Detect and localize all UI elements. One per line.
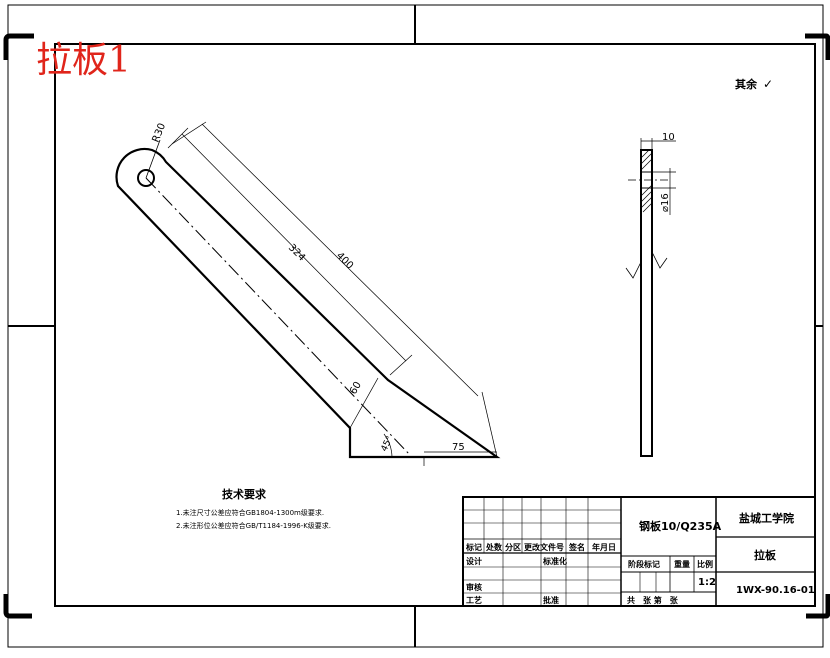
radius-label: R30	[151, 122, 169, 144]
tech-req-line1: 1.未注尺寸公差应符合GB1804-1300m级要求.	[176, 508, 324, 517]
hdr-date: 年月日	[592, 542, 616, 552]
centerline	[145, 177, 411, 456]
scale-value: 1:2	[698, 577, 716, 588]
tech-requirements: 技术要求 1.未注尺寸公差应符合GB1804-1300m级要求. 2.未注形位公…	[176, 487, 331, 530]
hdr-sign: 签名	[568, 542, 585, 552]
roughness-left-icon	[625, 261, 642, 279]
process-label: 工艺	[466, 595, 482, 605]
centering-marks	[8, 5, 823, 647]
material-label: 钢板10/Q235A	[639, 519, 722, 533]
ratio-label: 比例	[697, 559, 713, 569]
drawing-title: 拉板1	[36, 40, 131, 81]
dim-label-75: 75	[452, 442, 465, 453]
dim-label-thickness: 10	[662, 132, 675, 143]
roughness-right-icon	[651, 251, 668, 269]
side-outline	[640, 149, 653, 457]
dim-label-400: 400	[334, 250, 355, 271]
weight-label: 重量	[674, 559, 690, 569]
part-side-view: 10 ⌀16	[625, 132, 676, 457]
outer-border	[7, 4, 824, 648]
dim-label-324: 324	[286, 242, 307, 263]
stage-mark-label: 阶段标记	[628, 559, 660, 569]
hdr-zone: 分区	[505, 542, 521, 552]
corner-marks	[3, 33, 830, 619]
hole	[137, 169, 155, 187]
sheets-label: 共 张 第 张	[627, 595, 679, 605]
standardize-label: 标准化	[542, 556, 567, 566]
radius-leader	[145, 139, 161, 179]
tech-req-line2: 2.未注形位公差应符合GB/T1184-1996-K级要求.	[176, 521, 331, 530]
dim-label-hole: ⌀16	[660, 193, 671, 212]
approve-label: 批准	[543, 595, 559, 605]
title-block	[462, 496, 816, 607]
dim-line-324	[181, 133, 407, 362]
surface-note: 其余	[735, 77, 758, 91]
part-outline	[115, 147, 501, 459]
hdr-change-doc: 更改文件号	[524, 542, 564, 552]
part-name: 拉板	[754, 548, 777, 562]
design-label: 设计	[466, 556, 482, 566]
hdr-mark: 标记	[465, 542, 482, 552]
review-label: 审核	[466, 582, 482, 592]
drawing-number: 1WX-90.16-01	[736, 585, 815, 596]
title-block-text: 标记 处数 分区 更改文件号 签名 年月日 设计 标准化 审核 工艺 批准 钢板…	[465, 511, 815, 605]
dim-label-60: 60	[348, 380, 364, 397]
surface-roughness-icon: ✓	[763, 77, 773, 91]
dim-line-60	[349, 377, 379, 429]
section-hatch	[640, 149, 653, 213]
angle-label: 45°	[380, 435, 396, 454]
school-name: 盐城工学院	[739, 511, 794, 525]
tech-req-heading: 技术要求	[222, 487, 267, 501]
hdr-count: 处数	[485, 542, 503, 552]
part-front-view: R30 324 400 60 45° 75	[115, 121, 501, 466]
dim-line-400	[201, 123, 479, 397]
angle-arc	[383, 433, 393, 458]
